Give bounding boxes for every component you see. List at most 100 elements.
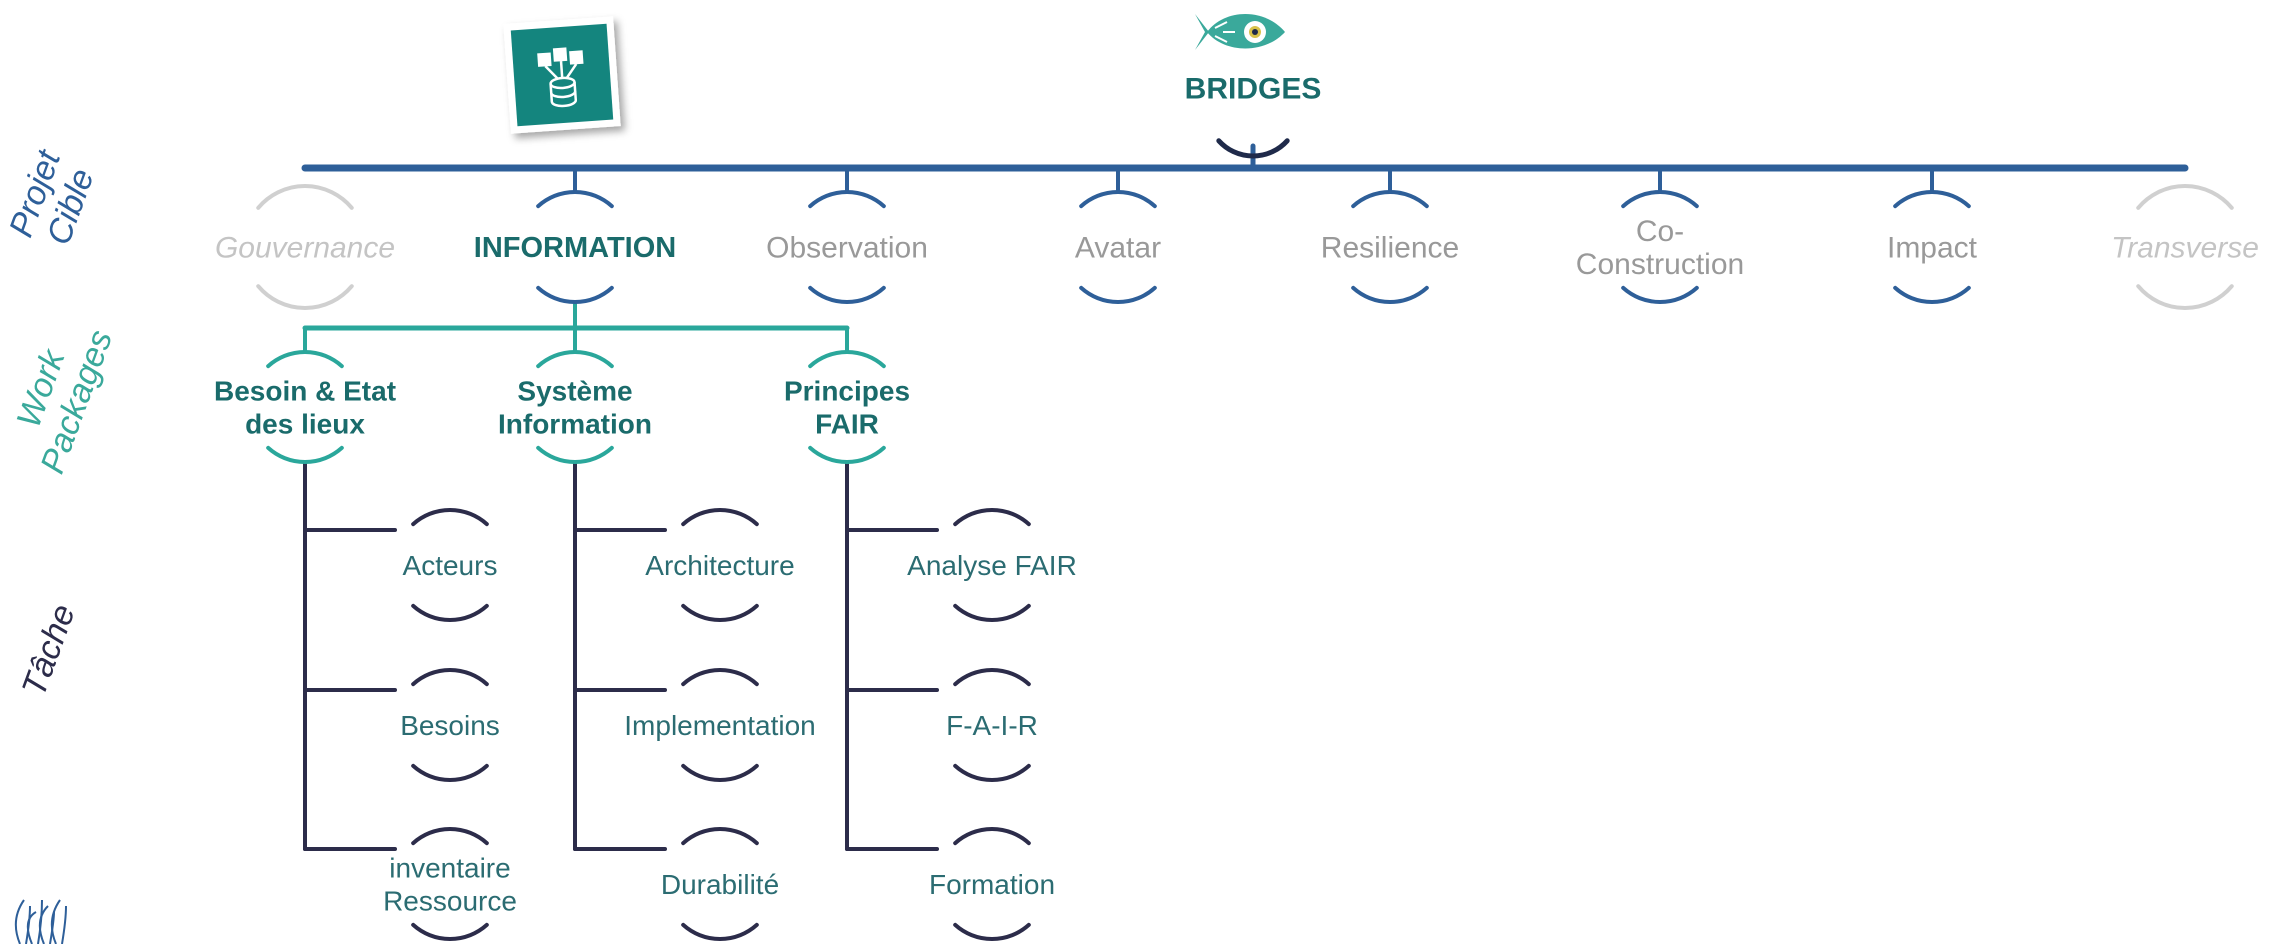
wp-node-1-top-arc [536,350,614,369]
task-node-0-1 [411,668,489,782]
task-node-1-2-bottom-arc [681,922,759,941]
seagrass-blade [61,905,67,945]
task-node-1-1-top-arc [681,668,759,687]
task-label-0-1-line: Besoins [400,710,500,741]
axis-label-tache-text: Tâche [15,599,83,701]
task-node-0-2-bottom-arc [411,922,489,941]
project-label-5-line: Co- [1636,215,1684,248]
wp-node-2 [808,350,886,464]
seagrass-blade [38,905,49,945]
project-node-3-top-arc [1079,190,1157,209]
wp-label-0-line: des lieux [245,408,365,439]
wp-node-1-bottom-arc [536,445,614,464]
root-label: BRIDGES [1185,73,1322,106]
project-label-5-line: Construction [1576,248,1744,281]
task-node-0-1-bottom-arc [411,763,489,782]
project-label-2-line: Observation [766,232,928,265]
project-node-6-top-arc [1893,190,1971,209]
wp-label-1-line: Système [517,375,632,406]
project-label-6: Impact [1887,232,1978,265]
project-node-7-bottom-arc [2136,284,2234,310]
project-label-0: Gouvernance [215,232,395,265]
task-node-0-0-bottom-arc [411,603,489,622]
task-node-2-1-bottom-arc [953,763,1031,782]
task-node-2-2 [953,827,1031,941]
task-node-0-2 [411,827,489,941]
project-label-7-line: Transverse [2111,232,2259,265]
axis-label-tache-text-line: Tâche [15,599,83,701]
project-label-0-line: Gouvernance [215,232,395,265]
wp-label-2-line: FAIR [815,408,879,439]
task-label-1-2: Durabilité [661,869,779,900]
task-node-0-0-top-arc [411,508,489,527]
project-node-5-bottom-arc [1621,285,1699,304]
task-label-1-0: Architecture [645,550,794,581]
task-label-2-1-line: F-A-I-R [946,710,1038,741]
task-label-0-1: Besoins [400,710,500,741]
project-node-6 [1893,190,1971,304]
wp-node-0-top-arc [266,350,344,369]
task-label-2-2: Formation [929,869,1055,900]
wp-node-0-bottom-arc [266,445,344,464]
project-node-2-top-arc [808,190,886,209]
task-label-1-1: Implementation [624,710,815,741]
task-label-1-1-line: Implementation [624,710,815,741]
seagrass-decoration [14,899,67,945]
project-node-4-top-arc [1351,190,1429,209]
root-node [1216,138,1290,159]
wp-node-2-top-arc [808,350,886,369]
task-node-1-2 [681,827,759,941]
project-node-3 [1079,190,1157,304]
fish-eye-icon [1195,14,1285,50]
task-label-2-2-line: Formation [929,869,1055,900]
task-node-1-0 [681,508,759,622]
project-node-4 [1351,190,1429,304]
project-node-7 [2136,184,2234,310]
task-label-0-2-line: Ressource [383,885,517,916]
project-node-2-bottom-arc [808,285,886,304]
task-label-0-0-line: Acteurs [403,550,498,581]
project-label-1: INFORMATION [474,232,676,264]
project-node-6-bottom-arc [1893,285,1971,304]
project-node-0-bottom-arc [256,284,354,310]
task-node-1-0-top-arc [681,508,759,527]
project-label-4: Resilience [1321,232,1459,265]
project-label-1-line: INFORMATION [474,232,676,264]
task-node-1-2-top-arc [681,827,759,846]
task-node-2-0-bottom-arc [953,603,1031,622]
task-node-2-1-top-arc [953,668,1031,687]
task-node-1-1 [681,668,759,782]
task-node-0-2-top-arc [411,827,489,846]
project-node-3-bottom-arc [1079,285,1157,304]
project-label-4-line: Resilience [1321,232,1459,265]
project-node-2 [808,190,886,304]
project-label-3: Avatar [1075,232,1161,265]
seagrass-blade [26,911,37,945]
project-node-0 [256,184,354,310]
wp-node-2-bottom-arc [808,445,886,464]
root-node-bottom-arc [1216,138,1290,159]
task-node-1-0-bottom-arc [681,603,759,622]
task-node-1-1-bottom-arc [681,763,759,782]
wp-node-1 [536,350,614,464]
project-label-3-line: Avatar [1075,232,1161,265]
wp-label-0-line: Besoin & Etat [214,375,396,406]
project-label-7: Transverse [2111,232,2259,265]
seagrass-blade [14,899,25,945]
task-label-2-1: F-A-I-R [946,710,1038,741]
task-node-0-1-top-arc [411,668,489,687]
axis-label-work-packages-text: WorkPackages [0,312,120,478]
project-node-7-top-arc [2136,184,2234,210]
task-label-1-0-line: Architecture [645,550,794,581]
axis-label-projet-cible: ProjetCible [2,144,102,250]
task-node-2-2-bottom-arc [953,922,1031,941]
task-label-2-0-line: Analyse FAIR [907,550,1077,581]
task-label-0-0: Acteurs [403,550,498,581]
axis-label-work-packages: WorkPackages [0,312,121,478]
project-node-1-bottom-arc [536,285,614,304]
